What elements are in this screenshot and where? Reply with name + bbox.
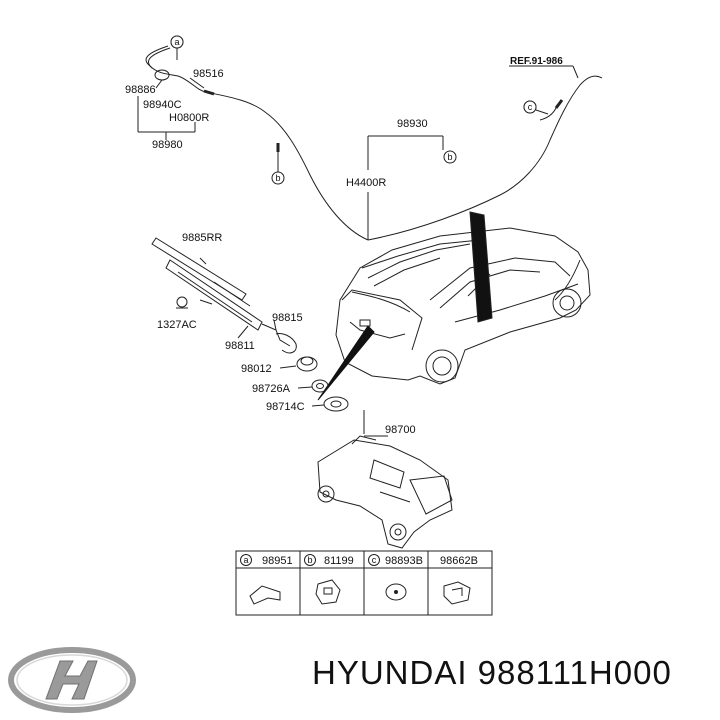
label-1327ac: 1327AC [157, 319, 197, 331]
svg-text:b: b [307, 555, 312, 565]
legend-table: a 98951 b 81199 c 98893B 98662B [235, 550, 493, 616]
label-98700: 98700 [385, 424, 416, 436]
wiper-arm [151, 237, 297, 354]
hyundai-logo [8, 647, 136, 713]
hose-assembly-right [367, 65, 603, 241]
label-9885rr: 9885RR [182, 232, 222, 244]
legend-cell-b: b 81199 [304, 554, 354, 605]
label-98930: 98930 [397, 118, 428, 130]
svg-text:98662B: 98662B [440, 555, 478, 567]
wiper-motor [317, 410, 453, 549]
brand-part-number: HYUNDAI 988111H000 [312, 654, 672, 691]
label-98714c: 98714C [266, 401, 305, 413]
legend-cell-a: a 98951 [240, 554, 293, 605]
svg-text:98893B: 98893B [385, 555, 423, 567]
vehicle-illustration [335, 211, 591, 385]
label-h4400r: H4400R [346, 177, 386, 189]
label-98811: 98811 [225, 340, 255, 352]
svg-text:a: a [243, 555, 248, 565]
legend-cell-c: c 98893B [368, 554, 423, 601]
label-98516: 98516 [193, 68, 224, 80]
label-98726a: 98726A [252, 383, 291, 395]
washer-stack [279, 356, 349, 412]
label-ref: REF.91-986 [510, 56, 563, 67]
svg-text:b: b [447, 152, 452, 162]
label-98815: 98815 [272, 312, 303, 324]
svg-text:c: c [372, 555, 377, 565]
callout-a-top: a [170, 35, 184, 49]
svg-text:a: a [174, 37, 179, 47]
label-98980: 98980 [152, 139, 183, 151]
label-98886: 98886 [125, 84, 156, 96]
callout-c-top: c [523, 100, 537, 114]
label-98012: 98012 [241, 363, 272, 375]
svg-text:98951: 98951 [262, 555, 293, 567]
callout-b-left: b [271, 171, 285, 185]
svg-text:81199: 81199 [324, 555, 354, 567]
svg-text:c: c [528, 102, 533, 112]
hose-assembly-left [137, 35, 369, 241]
svg-text:b: b [275, 173, 280, 183]
label-h0800r: H0800R [169, 112, 209, 124]
pointer-wedge [317, 325, 375, 401]
legend-cell-plain: 98662B [440, 555, 478, 605]
label-98940c: 98940C [143, 99, 182, 111]
callout-b-right: b [443, 150, 457, 164]
